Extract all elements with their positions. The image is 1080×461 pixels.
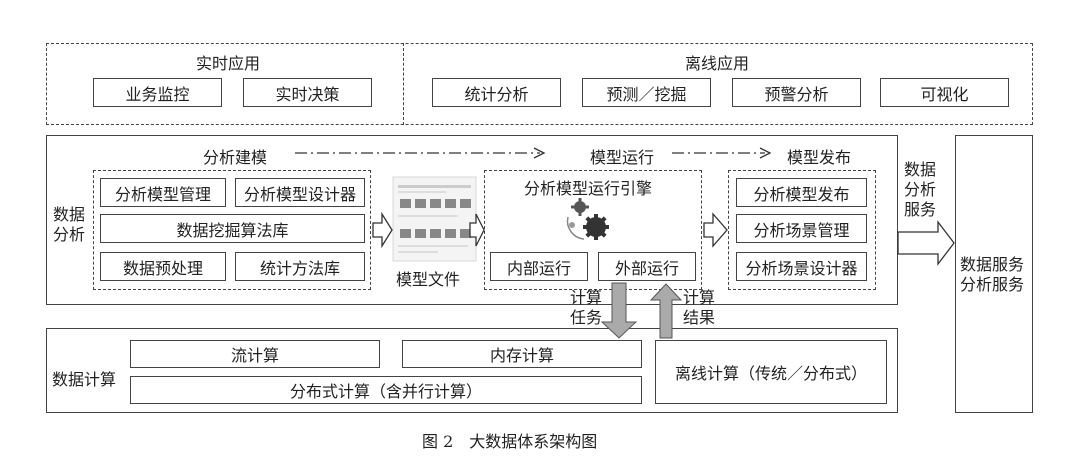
model-designer-box: 分析模型设计器 [235,178,365,207]
internal-run-box: 内部运行 [490,252,588,281]
service-arrow-label-line3: 服务 [904,200,937,219]
offline-compute-box: 离线计算（传统／分布式） [655,340,887,404]
data-analysis-label-line2: 分析 [53,225,86,244]
gears-icon [560,195,616,243]
warning-analysis-box: 预警分析 [732,78,861,107]
data-analysis-layer [46,135,898,305]
task-label-line1: 计算 [570,288,603,307]
flow-step-run: 模型运行 [590,148,655,167]
model-management-box: 分析模型管理 [100,178,226,207]
flow-step-publish: 模型发布 [787,148,852,167]
forecast-mining-box: 预测／挖掘 [582,78,711,107]
result-label-line1: 计算 [683,288,716,307]
data-compute-label: 数据计算 [52,370,117,389]
compute-task-down-arrow [600,282,638,339]
memory-compute-box: 内存计算 [402,340,642,368]
distributed-compute-box: 分布式计算（含并行计算） [130,376,642,404]
realtime-decision-box: 实时决策 [243,78,372,107]
statistical-analysis-box: 统计分析 [432,78,561,107]
file-to-engine-arrow [469,213,485,247]
engine-to-publish-arrow [703,212,728,248]
data-service-label-line1: 数据服务 [960,255,1025,274]
model-file-label: 模型文件 [396,270,461,289]
flow-arrowhead-1 [533,147,546,159]
result-label: 计算 结果 [683,288,715,328]
data-service-label: 数据服务 分析服务 [960,255,1024,295]
model-file-image [392,175,477,265]
data-service-label-line2: 分析服务 [960,275,1025,294]
visualization-box: 可视化 [880,78,1009,107]
mining-algorithm-library-box: 数据挖掘算法库 [100,214,365,243]
publish-group [728,170,876,290]
stream-compute-box: 流计算 [130,340,380,368]
service-arrow-label-line1: 数据 [904,160,937,179]
engine-title: 分析模型运行引擎 [524,179,653,198]
data-service-box [955,135,1033,413]
modeling-group [93,170,371,290]
task-label: 计算 任务 [570,288,602,328]
analysis-to-service-arrow [897,220,955,266]
figure-caption: 图 2 大数据体系架构图 [422,432,598,451]
data-analysis-label: 数据 分析 [53,205,85,245]
business-monitoring-box: 业务监控 [93,78,222,107]
scene-designer-box: 分析场景设计器 [736,252,867,281]
scene-management-box: 分析场景管理 [736,214,867,243]
realtime-apps-title: 实时应用 [196,54,261,73]
flow-step-modeling: 分析建模 [203,148,268,167]
statistics-library-box: 统计方法库 [235,252,365,281]
application-divider [403,43,404,125]
data-analysis-label-line1: 数据 [53,205,86,224]
modeling-to-file-arrow [372,211,393,249]
flow-arrowhead-2 [759,147,772,159]
compute-result-up-arrow [649,283,683,339]
application-layer [46,43,1033,125]
external-run-box: 外部运行 [598,252,696,281]
task-label-line2: 任务 [570,308,603,327]
service-arrow-label-line2: 分析 [904,180,937,199]
data-compute-layer [46,328,898,413]
offline-apps-title: 离线应用 [685,54,750,73]
result-label-line2: 结果 [683,308,716,327]
service-arrow-label: 数据 分析 服务 [904,160,936,220]
model-publish-box: 分析模型发布 [736,178,867,207]
data-preprocessing-box: 数据预处理 [100,252,226,281]
